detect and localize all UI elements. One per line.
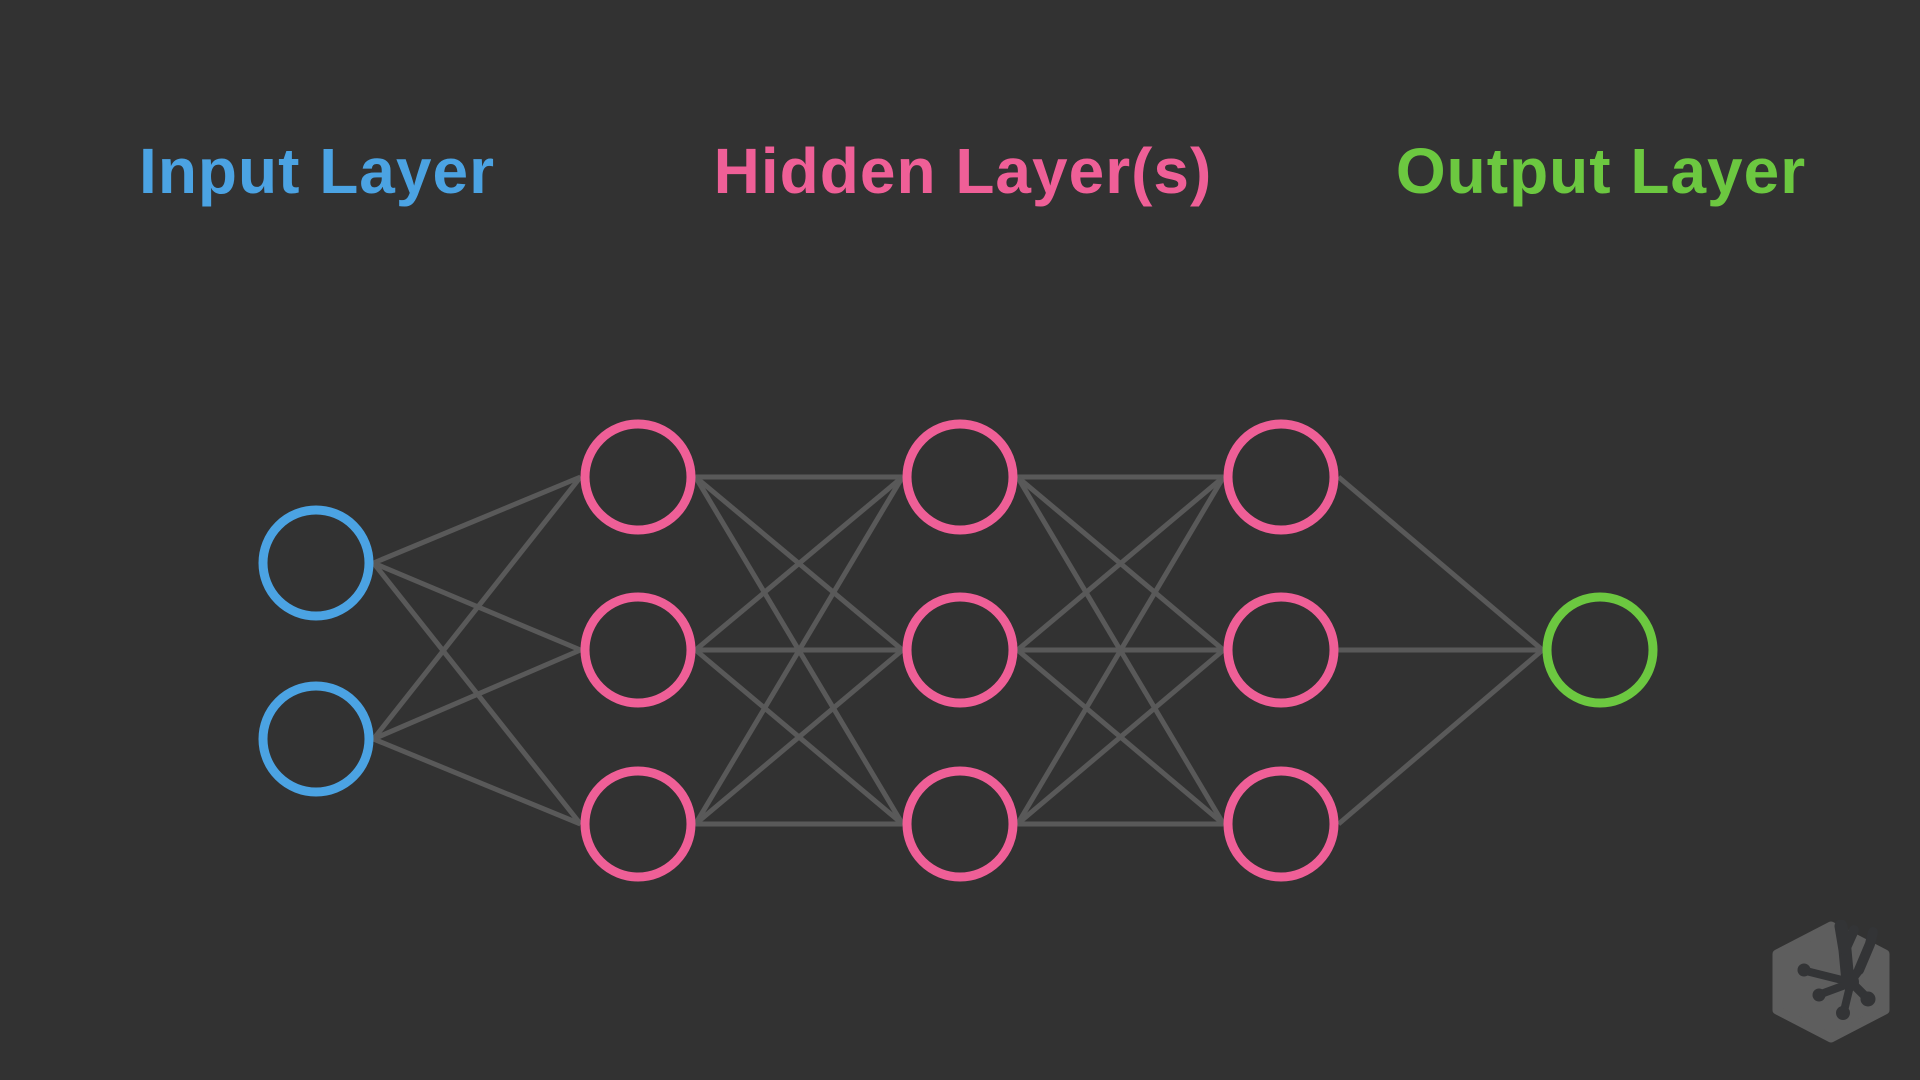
node-hidden-1-2 [580, 592, 696, 708]
logo-hexagon [1772, 921, 1890, 1043]
connection-hidden-3-to-output [1336, 475, 1545, 652]
hidden-layer-label: Hidden Layer(s) [713, 135, 1213, 207]
node-hidden-3-2 [1223, 592, 1339, 708]
connection-hidden-2-to-hidden-3 [1015, 475, 1226, 652]
connection-hidden-1-to-hidden-2 [693, 475, 905, 652]
node-output-1 [1542, 592, 1658, 708]
logo-tree-dots [1797, 963, 1876, 1020]
connection-input-to-hidden-1 [372, 736, 582, 827]
node-hidden-2-2 [902, 592, 1018, 708]
input-layer-label: Input Layer [139, 135, 495, 207]
connection-hidden-1-to-hidden-2 [693, 475, 905, 826]
connection-input-to-hidden-1 [372, 647, 582, 742]
node-hidden-2-1 [902, 419, 1018, 535]
output-layer-label: Output Layer [1395, 135, 1807, 207]
node-input-1 [258, 505, 374, 621]
node-hidden-3-1 [1223, 419, 1339, 535]
connection-hidden-3-to-output [1336, 648, 1545, 826]
node-hidden-2-3 [902, 766, 1018, 882]
node-hidden-3-3 [1223, 766, 1339, 882]
node-hidden-1-1 [580, 419, 696, 535]
logo-tree-cutout [1802, 920, 1878, 1015]
connection-input-to-hidden-1 [371, 475, 583, 741]
treehouse-logo-icon [1772, 920, 1890, 1043]
connection-hidden-2-to-hidden-3 [1015, 475, 1226, 826]
connection-hidden-2-to-hidden-3 [1015, 648, 1226, 826]
node-input-2 [258, 681, 374, 797]
connection-input-to-hidden-1 [372, 474, 582, 566]
node-hidden-1-3 [580, 766, 696, 882]
connection-hidden-1-to-hidden-2 [693, 648, 905, 826]
